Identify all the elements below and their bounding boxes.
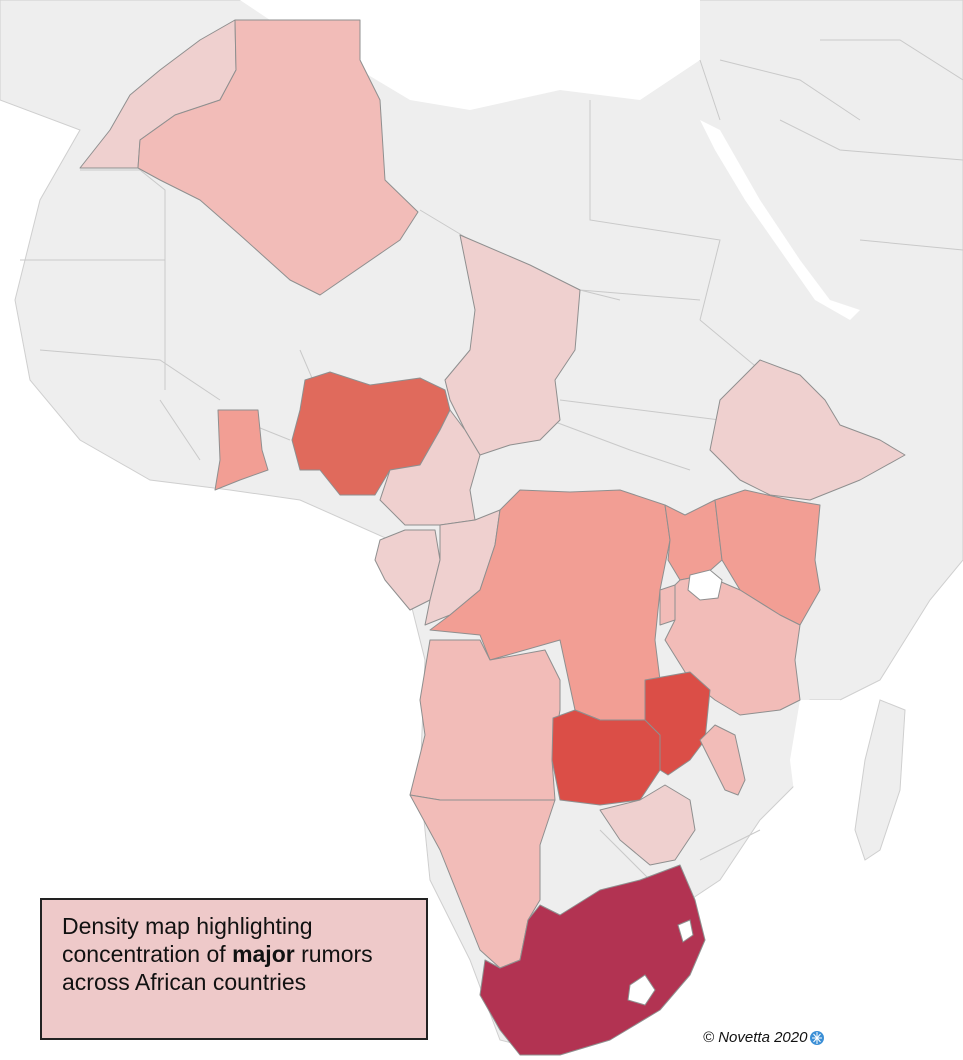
caption-bold-word: major bbox=[232, 941, 295, 967]
country-algeria bbox=[137, 19, 419, 296]
country-ethiopia bbox=[709, 359, 906, 501]
lake-victoria bbox=[687, 569, 723, 601]
country-mozambique bbox=[699, 724, 746, 796]
country-namibia bbox=[409, 794, 556, 969]
madagascar-channel bbox=[790, 700, 860, 860]
country-uganda bbox=[664, 499, 723, 581]
country-south-africa bbox=[479, 864, 706, 1056]
country-zambia bbox=[551, 709, 661, 806]
red-sea bbox=[700, 120, 860, 320]
lesotho-enclave bbox=[627, 974, 656, 1006]
copyright-notice: © Novetta 2020 bbox=[703, 1029, 825, 1046]
caption-text-start: Density map highlighting concentration o… bbox=[62, 913, 313, 967]
country-malawi bbox=[644, 671, 711, 776]
copyright-text: © Novetta 2020 bbox=[703, 1029, 808, 1046]
country-chad bbox=[444, 234, 581, 456]
novetta-logo-icon bbox=[810, 1030, 825, 1045]
country-ghana bbox=[214, 409, 269, 491]
eswatini-enclave bbox=[677, 919, 694, 943]
country-kenya bbox=[714, 489, 821, 626]
country-zimbabwe bbox=[599, 784, 696, 866]
country-rwanda bbox=[659, 584, 676, 626]
map-caption-box: Density map highlighting concentration o… bbox=[40, 898, 428, 1040]
madagascar bbox=[854, 699, 906, 861]
country-angola bbox=[409, 639, 561, 801]
caption-text-end: rumors across African countries bbox=[62, 941, 373, 995]
